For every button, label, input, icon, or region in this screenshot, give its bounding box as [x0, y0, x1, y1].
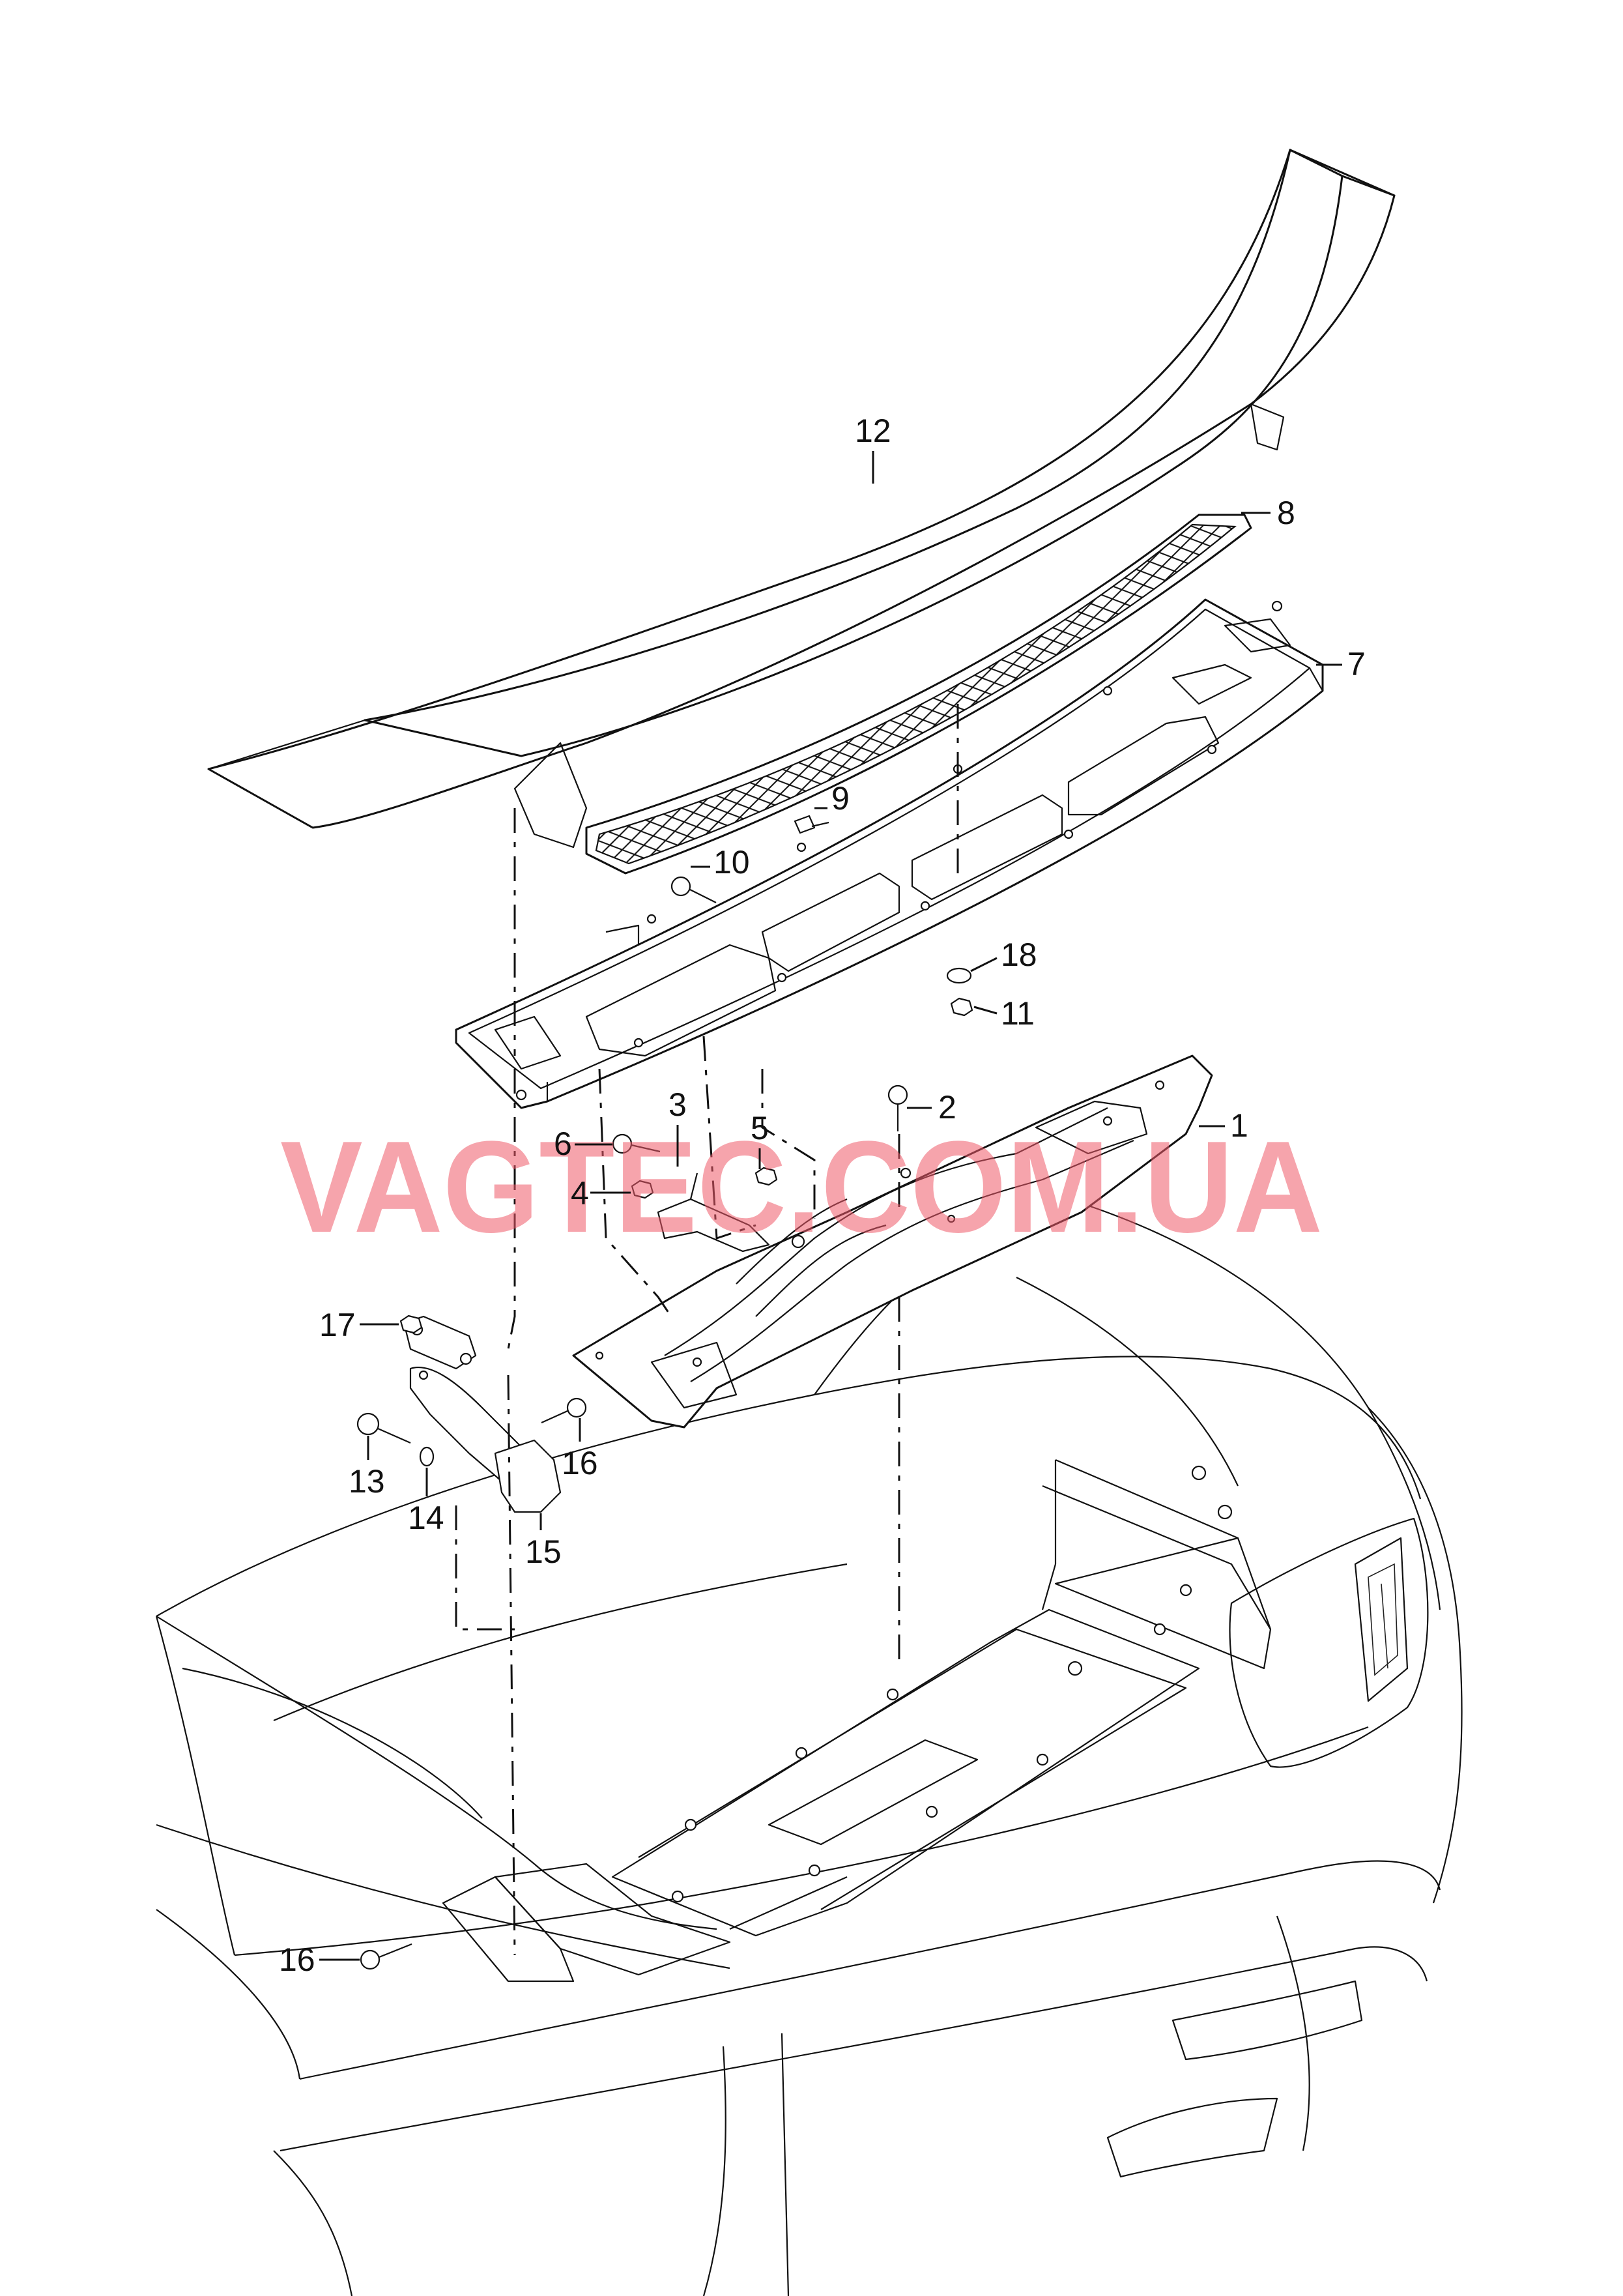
svg-text:12: 12 [855, 413, 891, 449]
bolt-13-icon [356, 1412, 411, 1444]
svg-text:10: 10 [713, 844, 750, 880]
svg-text:5: 5 [751, 1110, 769, 1146]
bolt-6-icon [612, 1133, 661, 1154]
callout-17: 17 [319, 1307, 399, 1343]
svg-text:11: 11 [1001, 995, 1035, 1032]
callout-15: 15 [525, 1513, 562, 1570]
callout-4: 4 [571, 1175, 631, 1212]
svg-text:4: 4 [571, 1175, 589, 1212]
car-body-outline [155, 1198, 1463, 2296]
callout-18: 18 [970, 937, 1037, 973]
svg-text:8: 8 [1277, 495, 1295, 531]
svg-text:18: 18 [1001, 937, 1037, 973]
svg-text:6: 6 [554, 1126, 572, 1162]
callout-16-lower: 16 [279, 1941, 360, 1978]
callout-1: 1 [1199, 1107, 1248, 1144]
callout-2: 2 [907, 1089, 956, 1126]
callout-16-upper: 16 [562, 1418, 598, 1481]
svg-text:3: 3 [668, 1086, 687, 1123]
svg-text:17: 17 [319, 1307, 356, 1343]
screw-2-icon [887, 1084, 908, 1131]
part-8-grille-mesh [585, 514, 1252, 875]
callout-11: 11 [973, 995, 1035, 1032]
rear-crossmember-frame [442, 1459, 1272, 1983]
callout-5: 5 [751, 1110, 769, 1169]
svg-text:7: 7 [1347, 646, 1366, 682]
bolt-16-upper-icon [541, 1397, 587, 1424]
fasteners [356, 815, 973, 1970]
watermark: VAGTEC.COM.UA [280, 1114, 1323, 1260]
part-12-rear-spoiler [207, 149, 1396, 849]
callouts: 12 8 7 9 10 18 11 2 [279, 413, 1366, 1978]
svg-text:16: 16 [279, 1941, 315, 1978]
callout-6: 6 [554, 1126, 612, 1162]
callout-9: 9 [814, 780, 850, 817]
screw-9-icon [794, 815, 829, 834]
svg-text:9: 9 [831, 780, 850, 817]
bolt-16-lower-icon [360, 1943, 412, 1970]
svg-text:16: 16 [562, 1445, 598, 1481]
alignment-lines [455, 704, 959, 1956]
nut-4-icon [631, 1180, 654, 1199]
svg-text:2: 2 [938, 1089, 956, 1126]
part-15-hinge-assembly [403, 1315, 562, 1513]
callout-12: 12 [855, 413, 891, 484]
svg-text:14: 14 [408, 1500, 444, 1536]
washer-18-icon [946, 967, 972, 984]
svg-text:15: 15 [525, 1533, 562, 1570]
nut-5-icon [754, 1167, 778, 1186]
nut-17-icon [399, 1315, 423, 1334]
svg-text:1: 1 [1230, 1107, 1248, 1144]
callout-10: 10 [691, 844, 750, 880]
svg-text:13: 13 [349, 1463, 385, 1500]
callout-7: 7 [1316, 646, 1366, 682]
part-1-bracket-plate [572, 1054, 1213, 1429]
part-7-mounting-tray [455, 598, 1324, 1109]
callout-13: 13 [349, 1436, 385, 1500]
bolt-10-icon [670, 876, 717, 903]
callout-3: 3 [668, 1086, 687, 1167]
callout-8: 8 [1241, 495, 1295, 531]
part-3-bracket [657, 1172, 770, 1253]
washer-14-icon [419, 1446, 435, 1467]
nut-11-icon [950, 997, 973, 1017]
callout-14: 14 [408, 1468, 444, 1536]
